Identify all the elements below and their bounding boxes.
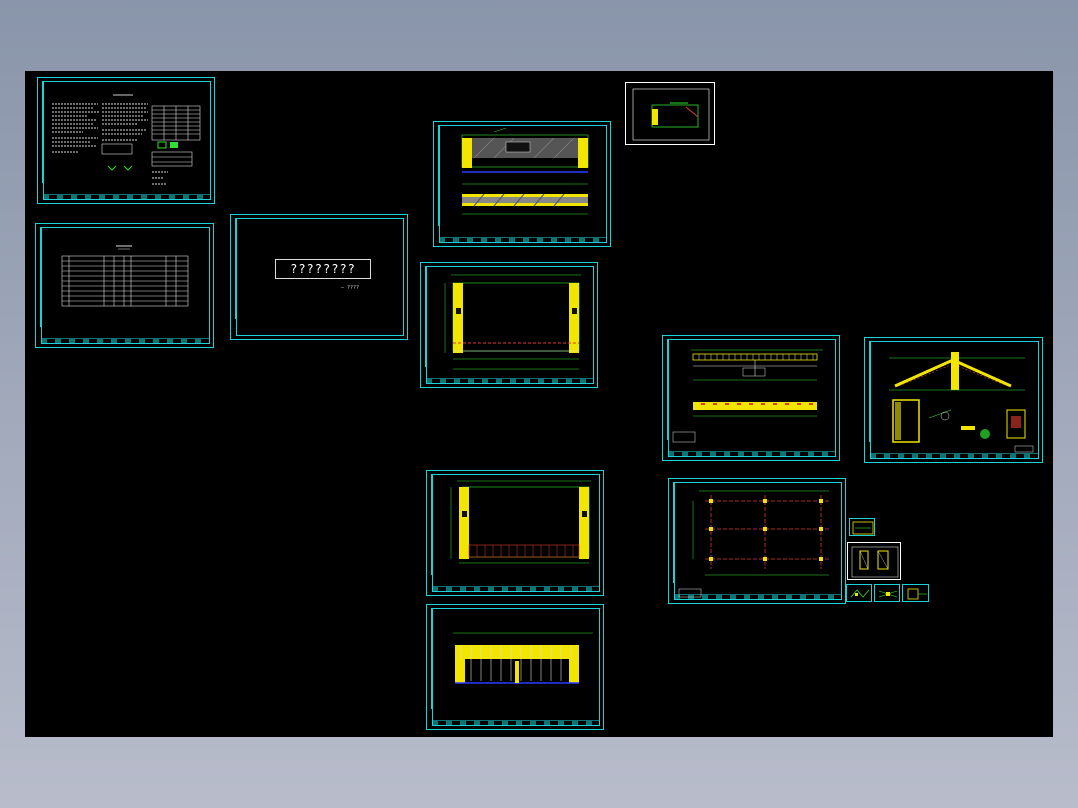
sheet-frame xyxy=(236,218,404,336)
sheet-side-strip xyxy=(670,482,674,583)
sheet-elevation-2[interactable] xyxy=(426,604,604,730)
sheet-plan-2[interactable] xyxy=(426,470,604,596)
detail-tile-drawing xyxy=(850,589,870,598)
sheet-detail-small[interactable] xyxy=(625,82,715,145)
detail-small-drawing xyxy=(632,88,710,141)
sheet-side-strip xyxy=(428,608,432,709)
detail-tile-drawing xyxy=(907,588,927,600)
roof-detail-drawing xyxy=(889,352,1034,453)
drawing-canvas[interactable]: ???????? — ???? xyxy=(25,71,1053,737)
sheet-side-strip xyxy=(435,125,439,226)
sheet-column-grid-plan[interactable] xyxy=(668,478,846,604)
sheet-cover[interactable]: ???????? — ???? xyxy=(230,214,408,340)
detail-tile-4[interactable] xyxy=(874,584,900,602)
cover-title: ???????? xyxy=(275,259,371,279)
sheet-side-strip xyxy=(232,218,236,319)
detail-tile-2[interactable] xyxy=(847,542,901,580)
title-block xyxy=(426,378,594,384)
sheet-elevation-1[interactable] xyxy=(433,121,611,247)
sheet-side-strip xyxy=(664,339,668,440)
sheet-drawing-index[interactable] xyxy=(35,223,214,348)
sheet-side-strip xyxy=(428,474,432,575)
sheet-side-strip xyxy=(866,341,870,442)
detail-tile-drawing xyxy=(851,546,899,578)
title-block xyxy=(870,453,1039,459)
title-block xyxy=(43,194,211,200)
title-block xyxy=(432,720,600,726)
sheet-plan-1[interactable] xyxy=(420,262,598,388)
cover-subtitle: — ???? xyxy=(341,285,360,291)
plan-1-drawing xyxy=(444,274,581,370)
sheet-design-notes[interactable] xyxy=(37,77,215,204)
title-block xyxy=(41,338,210,344)
detail-tile-5[interactable] xyxy=(902,584,929,602)
sheet-side-strip xyxy=(422,266,426,367)
plan-2-drawing xyxy=(450,480,591,564)
elevation-2-drawing xyxy=(453,632,593,684)
detail-tile-drawing xyxy=(878,590,898,598)
column-grid-plan-drawing xyxy=(678,490,829,598)
drawing-index-table xyxy=(61,245,189,307)
sheet-side-strip xyxy=(37,227,41,327)
detail-tile-3[interactable] xyxy=(846,584,872,602)
structure-elevation-drawing xyxy=(672,349,823,443)
elevation-1-drawing xyxy=(461,127,589,215)
sheet-structure-elevation[interactable] xyxy=(662,335,840,461)
title-block xyxy=(668,451,836,457)
title-block xyxy=(432,586,600,592)
detail-tile-drawing xyxy=(852,521,874,535)
sheet-side-strip xyxy=(39,81,43,183)
title-block xyxy=(674,594,842,600)
detail-tile-1[interactable] xyxy=(849,518,875,536)
sheet-roof-detail[interactable] xyxy=(864,337,1043,463)
design-notes-drawing xyxy=(52,94,201,185)
title-block xyxy=(439,237,607,243)
